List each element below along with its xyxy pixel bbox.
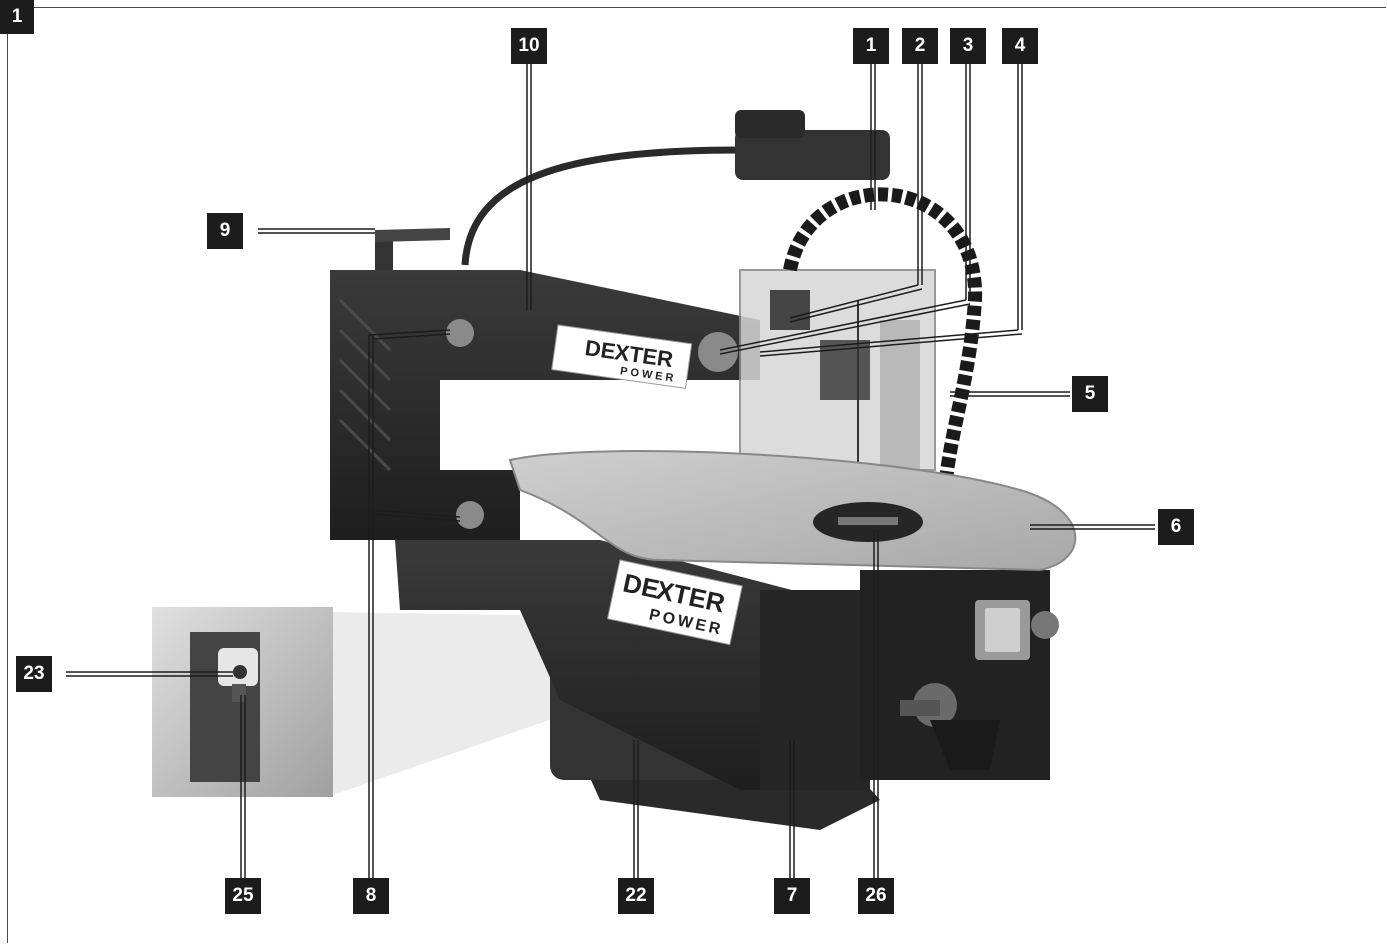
figure-frame bbox=[7, 7, 1386, 943]
callout-5: 5 bbox=[1072, 376, 1108, 412]
tension-lever[interactable] bbox=[375, 228, 450, 242]
tension-lever-post bbox=[375, 240, 393, 270]
callout-26: 26 bbox=[858, 878, 894, 914]
speed-knob[interactable] bbox=[1031, 611, 1059, 639]
brand-name-arm-a: DE bbox=[583, 335, 617, 364]
callout-9: 9 bbox=[207, 213, 243, 249]
callout-2: 2 bbox=[902, 28, 938, 64]
callout-25: 25 bbox=[225, 878, 261, 914]
lamp-head bbox=[735, 130, 890, 180]
leader-lines bbox=[66, 64, 1155, 878]
inset-screw-25 bbox=[232, 684, 246, 702]
callout-22: 22 bbox=[618, 878, 654, 914]
callout-23: 23 bbox=[16, 656, 52, 692]
tension-knob-lower[interactable] bbox=[456, 501, 484, 529]
callout-4: 4 bbox=[1002, 28, 1038, 64]
callout-6: 6 bbox=[1158, 509, 1194, 545]
tension-knob-upper[interactable] bbox=[446, 319, 474, 347]
callout-1: 1 bbox=[853, 28, 889, 64]
callout-3: 3 bbox=[950, 28, 986, 64]
callout-10: 10 bbox=[511, 28, 547, 64]
dust-port bbox=[930, 720, 1000, 770]
brand-label-arm: DE XTER POWER bbox=[551, 324, 693, 389]
callout-7: 7 bbox=[774, 878, 810, 914]
c-frame-arm bbox=[330, 270, 760, 540]
figure-number-badge: 1 bbox=[0, 0, 34, 34]
grip-stripes bbox=[338, 298, 392, 472]
callout-8: 8 bbox=[353, 878, 389, 914]
brand-label-front: DE XTER POWER bbox=[606, 559, 743, 646]
brand-name-front-a: DE bbox=[620, 568, 662, 605]
hold-down-knob[interactable] bbox=[698, 332, 738, 372]
work-table bbox=[508, 450, 1077, 572]
lamp-gooseneck bbox=[461, 146, 741, 266]
side-panel bbox=[760, 590, 870, 790]
inset-screw-23 bbox=[233, 665, 247, 679]
blade-clamp bbox=[770, 290, 810, 330]
